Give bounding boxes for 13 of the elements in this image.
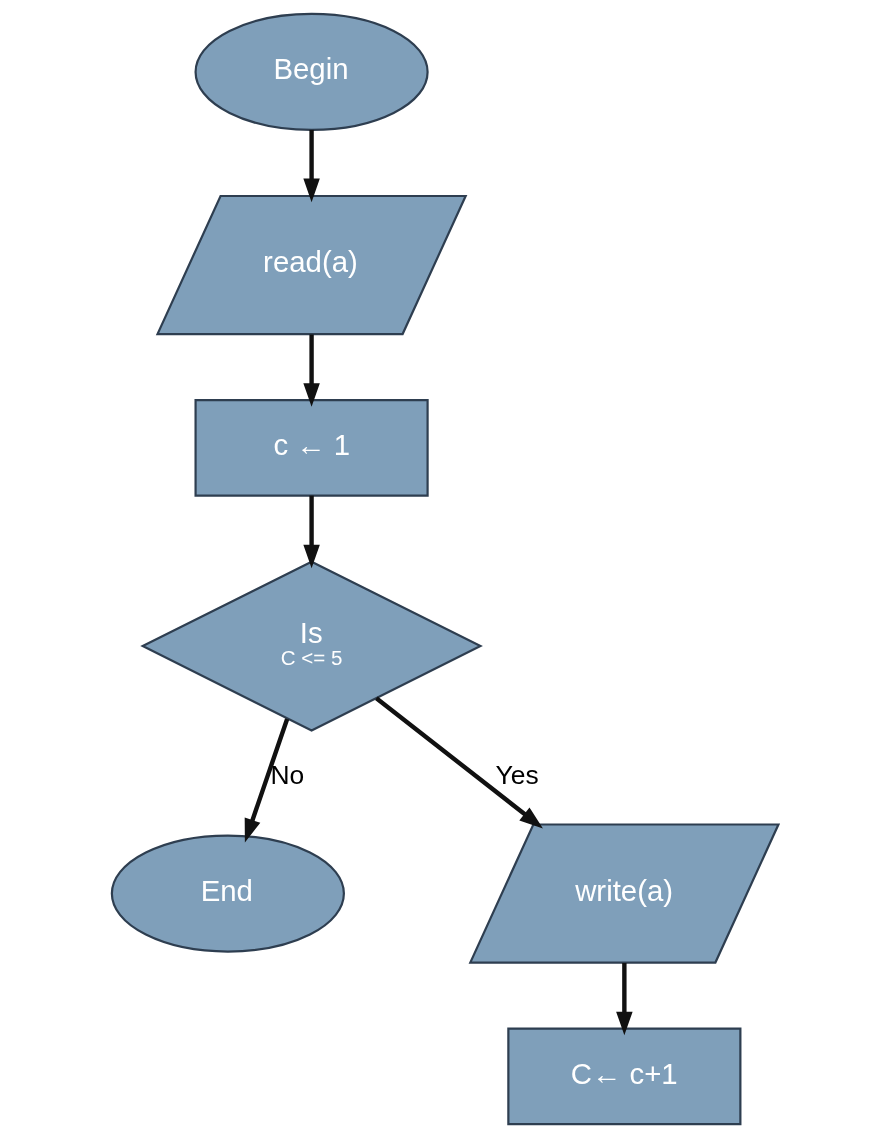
arrow [374, 696, 543, 829]
edge-label: Yes [495, 759, 539, 790]
node-ellipse: Begin [194, 12, 429, 132]
node-diamond: Is C <= 5 [139, 560, 483, 732]
arrow [302, 129, 320, 203]
edge-label: No [269, 759, 304, 790]
node-box: c ← 1 [194, 399, 429, 497]
arrow [302, 334, 320, 407]
arrow [615, 963, 633, 1036]
arrow [302, 495, 320, 569]
node-box: C← c+1 [506, 1027, 741, 1126]
arrow [244, 718, 289, 843]
node-ellipse: End [110, 834, 345, 953]
